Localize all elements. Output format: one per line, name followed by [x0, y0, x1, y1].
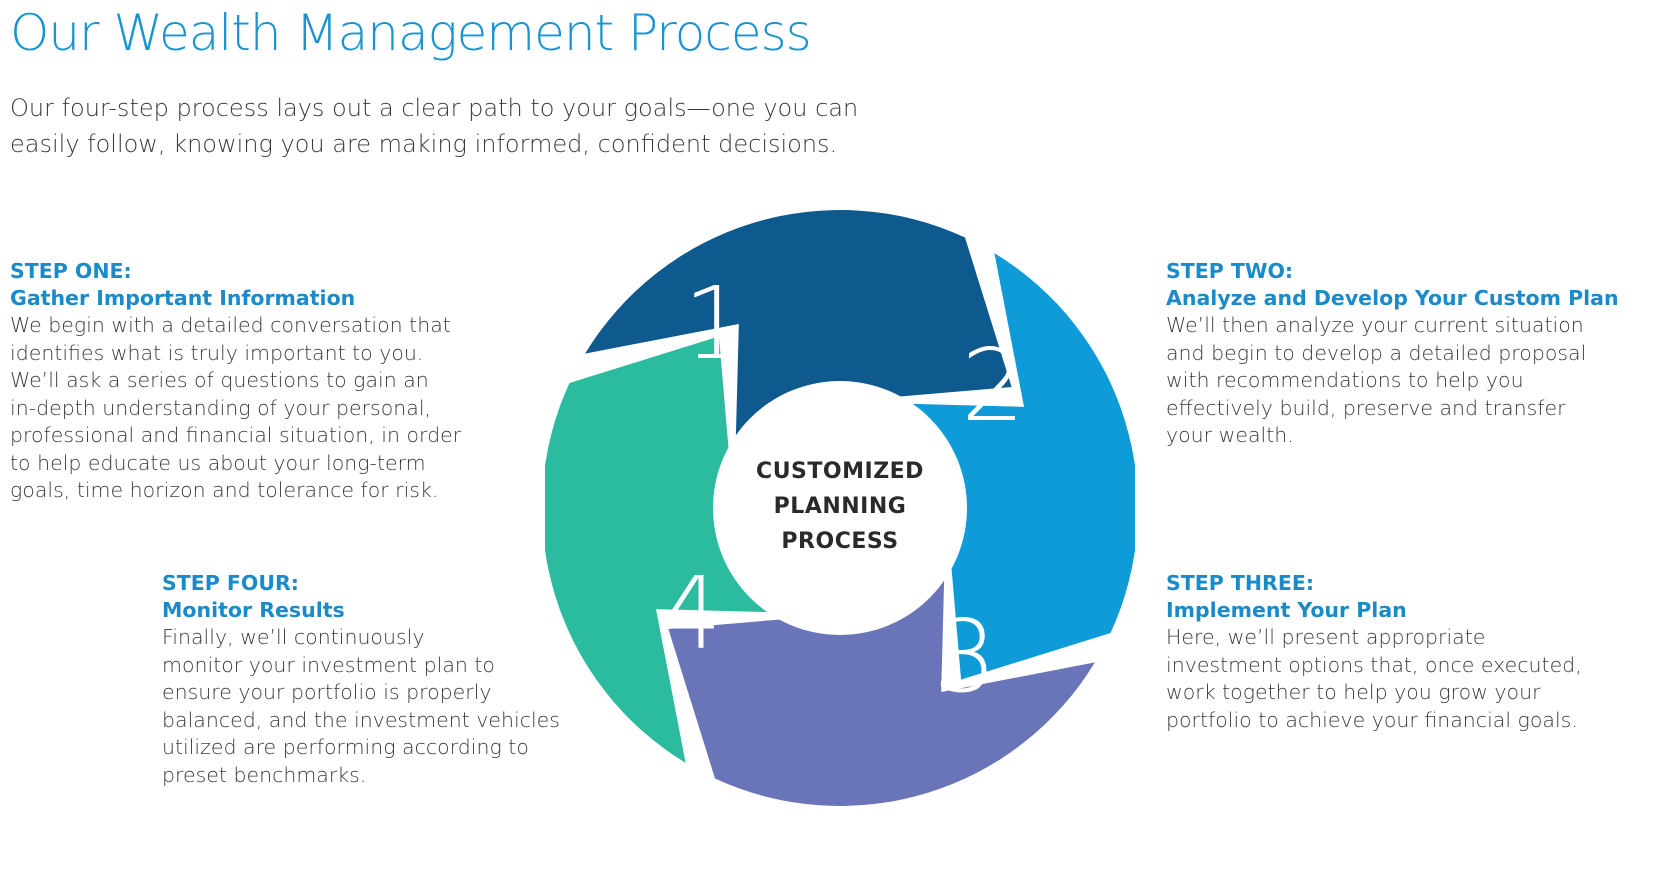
center-label-line-2: PLANNING [774, 494, 907, 519]
step-four-label: STEP FOUR: [162, 571, 299, 595]
segment-number-3: 3 [933, 598, 997, 715]
center-label-line-1: CUSTOMIZED [756, 459, 924, 484]
step-three-body: Here, we’ll present appropriate investme… [1166, 625, 1582, 732]
step-two-block: STEP TWO: Analyze and Develop Your Custo… [1166, 258, 1656, 450]
segment-number-1: 1 [683, 265, 747, 382]
step-one-title: Gather Important Information [10, 286, 356, 310]
cycle-segment-2 [903, 253, 1135, 680]
page-title: Our Wealth Management Process [10, 4, 812, 62]
step-three-label: STEP THREE: [1166, 571, 1315, 595]
step-one-body: We begin with a detailed conversation th… [10, 313, 462, 502]
step-two-label: STEP TWO: [1166, 259, 1294, 283]
intro-paragraph: Our four-step process lays out a clear p… [10, 94, 859, 158]
step-four-title: Monitor Results [162, 598, 345, 622]
segment-number-2: 2 [961, 327, 1025, 444]
center-label-line-3: PROCESS [781, 529, 898, 554]
cycle-segment-4 [545, 336, 777, 763]
cycle-segment-1 [585, 209, 1012, 445]
step-three-block: STEP THREE: Implement Your Plan Here, we… [1166, 570, 1656, 734]
step-two-title: Analyze and Develop Your Custom Plan [1166, 286, 1619, 310]
cycle-segments [545, 209, 1135, 806]
center-circle [713, 381, 967, 635]
step-one-block: STEP ONE: Gather Important Information W… [10, 258, 530, 505]
step-three-title: Implement Your Plan [1166, 598, 1407, 622]
step-four-block: STEP FOUR: Monitor Results Finally, we’l… [162, 570, 592, 789]
cycle-segment-3 [668, 571, 1095, 806]
step-two-body: We’ll then analyze your current situatio… [1166, 313, 1587, 447]
segment-number-4: 4 [658, 555, 722, 672]
step-four-body: Finally, we’ll continuously monitor your… [162, 625, 560, 787]
step-one-label: STEP ONE: [10, 259, 132, 283]
process-cycle-diagram: CUSTOMIZED PLANNING PROCESS 1 2 3 4 [545, 209, 1135, 806]
